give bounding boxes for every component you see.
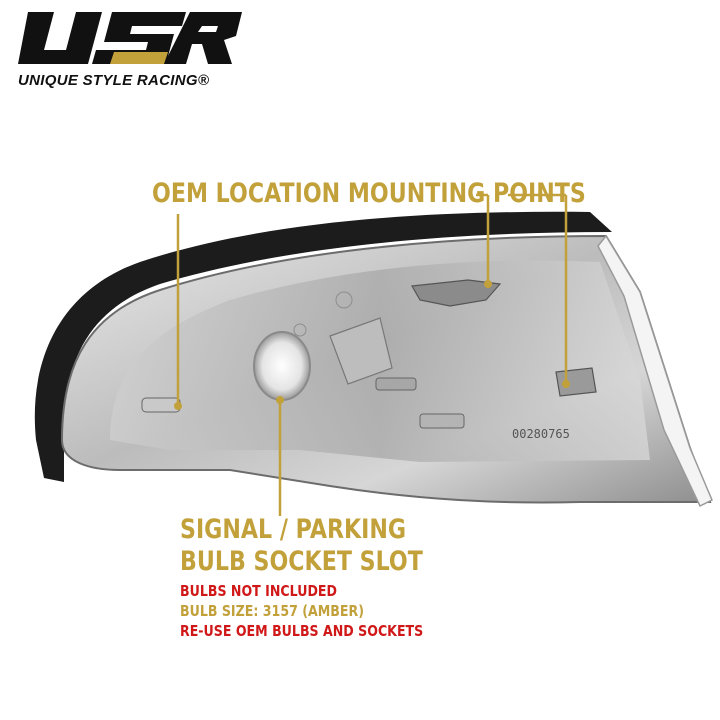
reuse-oem-note: RE-USE OEM BULBS AND SOCKETS [180, 622, 424, 640]
socket-body [329, 317, 393, 385]
bulb-size-note: BULB SIZE: 3157 (AMBER) [180, 602, 364, 620]
left-pin [141, 397, 181, 413]
usr-logo-mark [18, 12, 242, 64]
logo-tagline: UNIQUE STYLE RACING® [18, 72, 210, 89]
etched-circle [335, 291, 353, 309]
brand-logo: UNIQUE STYLE RACING® [14, 10, 244, 90]
mounting-tab-upper [411, 279, 502, 307]
mounting-points-label: OEM LOCATION MOUNTING POINTS [152, 178, 586, 209]
logo-letter-r [164, 12, 242, 64]
logo-gold-accent [110, 52, 168, 64]
logo-letter-s [92, 12, 186, 64]
lens-part-number: 00280765 [512, 427, 570, 441]
clear-lens-edge [597, 234, 713, 508]
etched-circle [293, 323, 307, 337]
logo-letter-u [18, 12, 102, 64]
bulbs-not-included-note: BULBS NOT INCLUDED [180, 582, 337, 600]
socket-pin [375, 377, 417, 391]
mounting-tab-right [555, 367, 597, 397]
bulb-socket-slot-label: BULB SOCKET SLOT [180, 546, 423, 577]
signal-parking-label: SIGNAL / PARKING [180, 514, 407, 545]
socket-pin-lower [419, 413, 465, 429]
reflector-disk [253, 331, 311, 401]
